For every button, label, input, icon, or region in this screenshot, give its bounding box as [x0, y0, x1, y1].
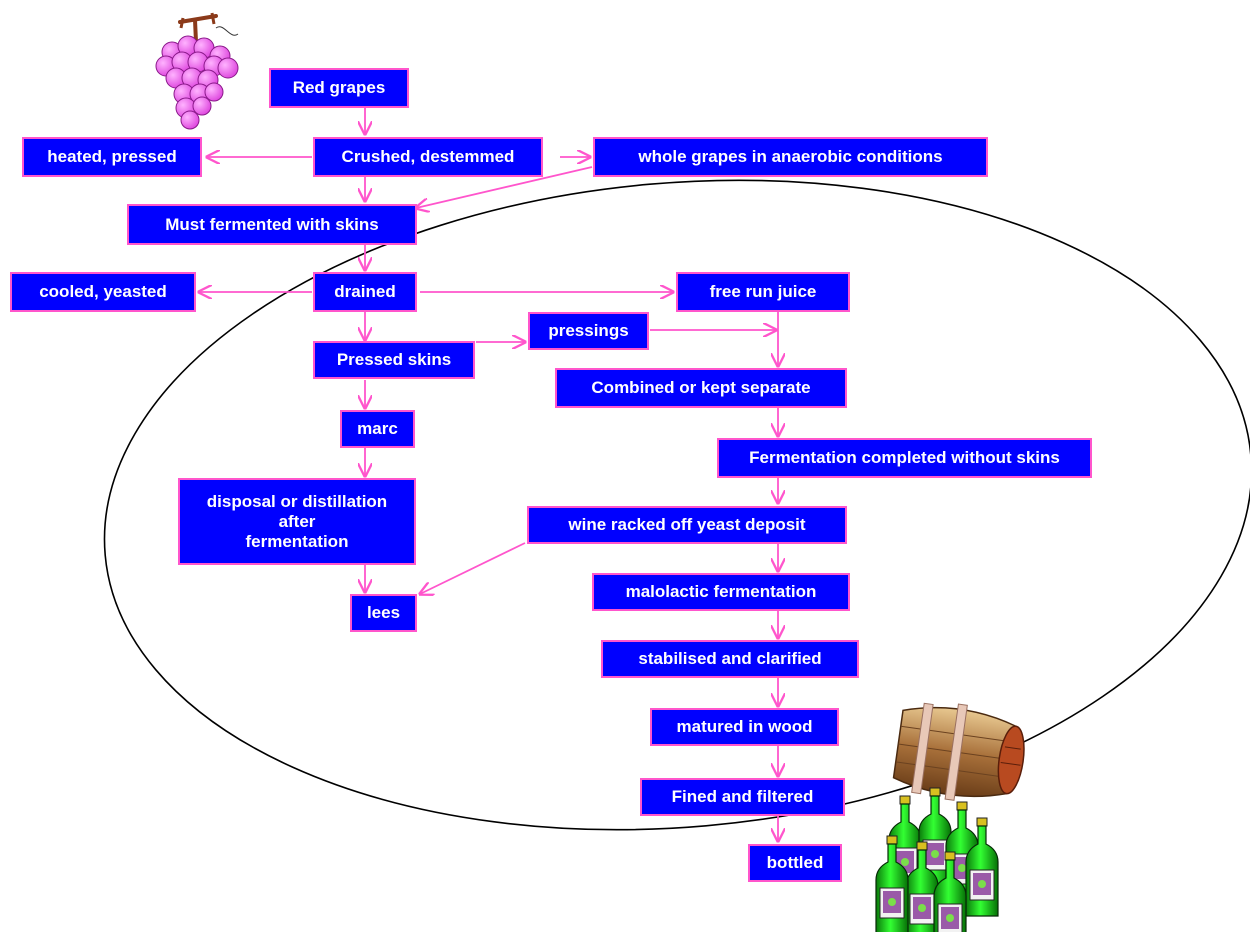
node-fermentation-completed: Fermentation completed without skins: [717, 438, 1092, 478]
wine-bottle: [965, 817, 999, 917]
node-malolactic: malolactic fermentation: [592, 573, 850, 611]
grapes-icon: [155, 12, 239, 130]
node-disposal: disposal or distillation after fermentat…: [178, 478, 416, 565]
node-matured: matured in wood: [650, 708, 839, 746]
node-red-grapes: Red grapes: [269, 68, 409, 108]
node-cooled-yeasted: cooled, yeasted: [10, 272, 196, 312]
node-lees: lees: [350, 594, 417, 632]
node-crushed-destemmed: Crushed, destemmed: [313, 137, 543, 177]
node-whole-grapes: whole grapes in anaerobic conditions: [593, 137, 988, 177]
node-stabilised: stabilised and clarified: [601, 640, 859, 678]
wine-bottle: [875, 835, 909, 932]
barrel-icon: [892, 702, 1025, 801]
arrow-racked-to-lees: [420, 542, 526, 594]
node-wine-racked: wine racked off yeast deposit: [527, 506, 847, 544]
enclosing-ellipse: [103, 179, 1250, 831]
flow-arrows: [199, 107, 778, 841]
node-heated-pressed: heated, pressed: [22, 137, 202, 177]
node-marc: marc: [340, 410, 415, 448]
node-must-fermented: Must fermented with skins: [127, 204, 417, 245]
node-free-run-juice: free run juice: [676, 272, 850, 312]
wine-bottle: [905, 841, 939, 932]
node-pressed-skins: Pressed skins: [313, 341, 475, 379]
node-bottled: bottled: [748, 844, 842, 882]
node-combined: Combined or kept separate: [555, 368, 847, 408]
arrow-whole-grapes-to-must: [416, 166, 593, 208]
node-pressings: pressings: [528, 312, 649, 350]
wine-bottle: [933, 851, 967, 932]
node-fined-filtered: Fined and filtered: [640, 778, 845, 816]
node-drained: drained: [313, 272, 417, 312]
wine-bottles-icon: [875, 787, 999, 932]
